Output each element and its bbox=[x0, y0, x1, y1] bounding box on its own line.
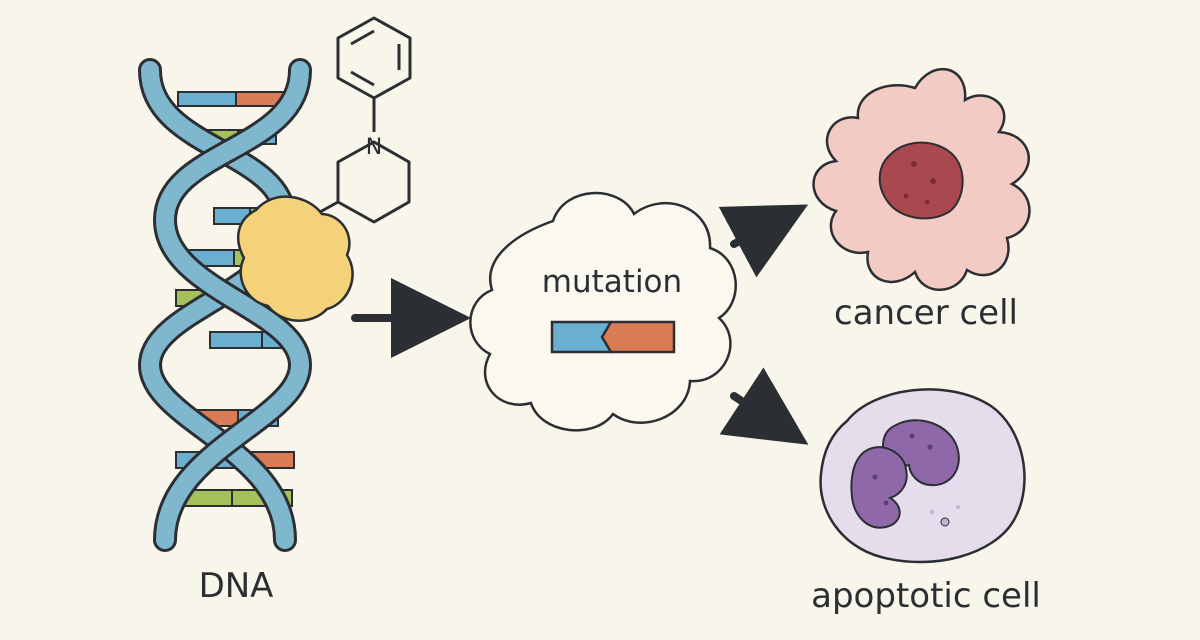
mutated-gene-icon bbox=[550, 320, 676, 354]
apoptotic-cell-label: apoptotic cell bbox=[811, 576, 1041, 616]
cancer-nucleus-speck-1 bbox=[911, 161, 917, 167]
apoptotic-vesicle-3 bbox=[956, 505, 960, 509]
base-pair-6a bbox=[209, 331, 263, 349]
mutation-label: mutation bbox=[542, 264, 682, 300]
mutation-to-cancer-arrow bbox=[718, 204, 809, 278]
chemical-structure-icon bbox=[319, 16, 412, 224]
cancer-cell-label: cancer cell bbox=[834, 293, 1018, 333]
apoptotic-nucleus-fragment-1 bbox=[881, 419, 960, 487]
cancer-cell: cancer cell bbox=[812, 67, 1031, 333]
dna-strand-front bbox=[155, 61, 310, 549]
apoptotic-speck-4 bbox=[883, 500, 889, 506]
piperidine-ring-icon bbox=[336, 140, 411, 224]
cancer-cell-nucleus bbox=[878, 141, 964, 220]
cancer-nucleus-speck-2 bbox=[930, 178, 936, 184]
base-pair-1a bbox=[177, 91, 237, 107]
mutation-cloud-shape bbox=[469, 191, 737, 432]
apoptotic-speck-1 bbox=[909, 433, 915, 439]
adduct-link-bond bbox=[319, 200, 339, 214]
apoptotic-vesicle-2 bbox=[929, 509, 935, 515]
dna-label: DNA bbox=[199, 566, 274, 606]
dna-adduct bbox=[236, 195, 354, 322]
apoptotic-cell: apoptotic cell bbox=[811, 388, 1041, 616]
mutation-to-apoptotic-arrow bbox=[719, 367, 809, 445]
benzene-inner-bond-1 bbox=[350, 29, 375, 46]
apoptotic-speck-3 bbox=[872, 474, 878, 480]
cancer-nucleus-speck-3 bbox=[903, 193, 909, 199]
mutation-cloud: mutation bbox=[469, 191, 737, 432]
gene-segment-orange bbox=[600, 320, 676, 354]
benzene-inner-bond-3 bbox=[350, 70, 375, 87]
cancer-nucleus-speck-4 bbox=[924, 199, 930, 205]
apoptotic-vesicle-1 bbox=[940, 517, 950, 527]
apoptotic-nucleus-fragment-2 bbox=[850, 446, 908, 529]
apoptotic-speck-2 bbox=[927, 444, 933, 450]
nitrogen-atom-label: N bbox=[366, 135, 382, 160]
dna-helix: N DNA bbox=[137, 16, 412, 606]
